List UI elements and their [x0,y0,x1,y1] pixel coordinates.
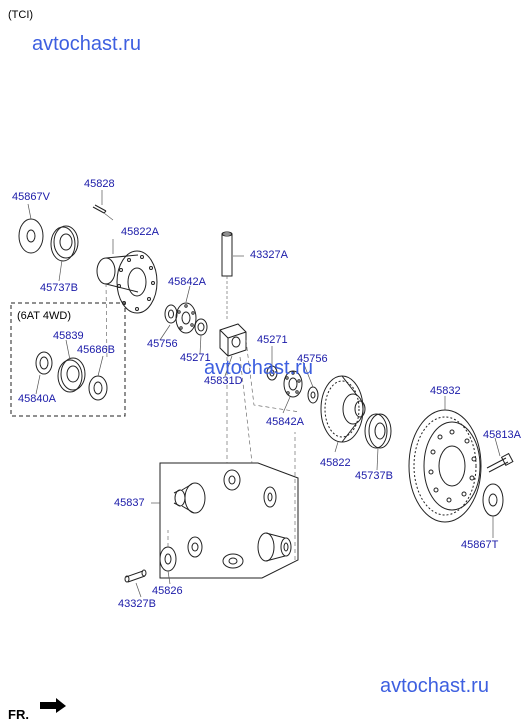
washer-45271-upper [194,318,208,336]
part-label-45842a-upper[interactable]: 45842A [168,276,206,288]
part-label-45832[interactable]: 45832 [430,385,461,397]
shaft-43327a [221,231,233,320]
part-label-45826[interactable]: 45826 [152,585,183,597]
shim-45867t [482,483,504,517]
part-label-45822a[interactable]: 45822A [121,226,159,238]
part-label-45686b[interactable]: 45686B [77,344,115,356]
4wd-group-title: (6AT 4WD) [17,310,71,322]
shim-45867v [18,218,44,254]
part-label-45271-upper[interactable]: 45271 [180,352,211,364]
pinion-gear-set-bracket [159,462,299,579]
differential-case-45822a [96,250,158,314]
bolt-45813a [486,452,514,473]
pinion-gear-lower-left [187,536,203,558]
part-label-45840a[interactable]: 45840A [18,393,56,405]
front-direction-label: FR. [8,707,29,722]
washer-45756-right [307,386,319,404]
pin-45828 [92,204,107,214]
part-label-43327a[interactable]: 43327A [250,249,288,261]
washer-45756-left [164,304,178,324]
thrust-washer-45842a-lower [283,370,303,398]
oil-seal-45686b [88,375,108,401]
thrust-washer-45842a-upper [175,302,197,334]
side-gear-large-upper [173,482,206,514]
part-label-45839[interactable]: 45839 [53,330,84,342]
part-label-45842a-lower[interactable]: 45842A [266,416,304,428]
variant-code: (TCI) [8,9,34,21]
pinion-gear-lower [222,553,244,569]
pinion-gear-upper [223,469,241,491]
bearing-45839 [57,357,86,393]
part-label-45737b-left[interactable]: 45737B [40,282,78,294]
differential-case-45822 [320,375,366,443]
bearing-45737b-right [364,413,392,449]
part-label-45831d[interactable]: 45831D [204,375,243,387]
watermark-middle: avtochast.ru [204,357,313,379]
pinion-shaft-block-45831d [219,323,247,357]
oil-seal-45840a [35,351,53,375]
watermark-bottom: avtochast.ru [380,675,489,697]
part-label-45737b-right[interactable]: 45737B [355,470,393,482]
pinion-gear-right [263,486,277,508]
part-label-43327b[interactable]: 43327B [118,598,156,610]
part-label-45271-lower[interactable]: 45271 [257,334,288,346]
part-label-45867v[interactable]: 45867V [12,191,50,203]
ring-gear-45832 [408,409,482,523]
part-label-45867t[interactable]: 45867T [461,539,499,551]
part-label-45822[interactable]: 45822 [320,457,351,469]
part-label-45837[interactable]: 45837 [114,497,145,509]
part-label-45813a[interactable]: 45813A [483,429,521,441]
bearing-45737b-left [50,226,76,262]
6at-4wd-group-box [10,302,126,417]
pin-43327b [124,569,147,583]
part-label-45756-right[interactable]: 45756 [297,353,328,365]
front-direction-arrow [40,698,66,713]
part-label-45756-left[interactable]: 45756 [147,338,178,350]
washer-45826 [159,546,177,572]
watermark-top: avtochast.ru [32,33,141,55]
part-label-45828[interactable]: 45828 [84,178,115,190]
side-gear-large-lower [257,532,292,562]
